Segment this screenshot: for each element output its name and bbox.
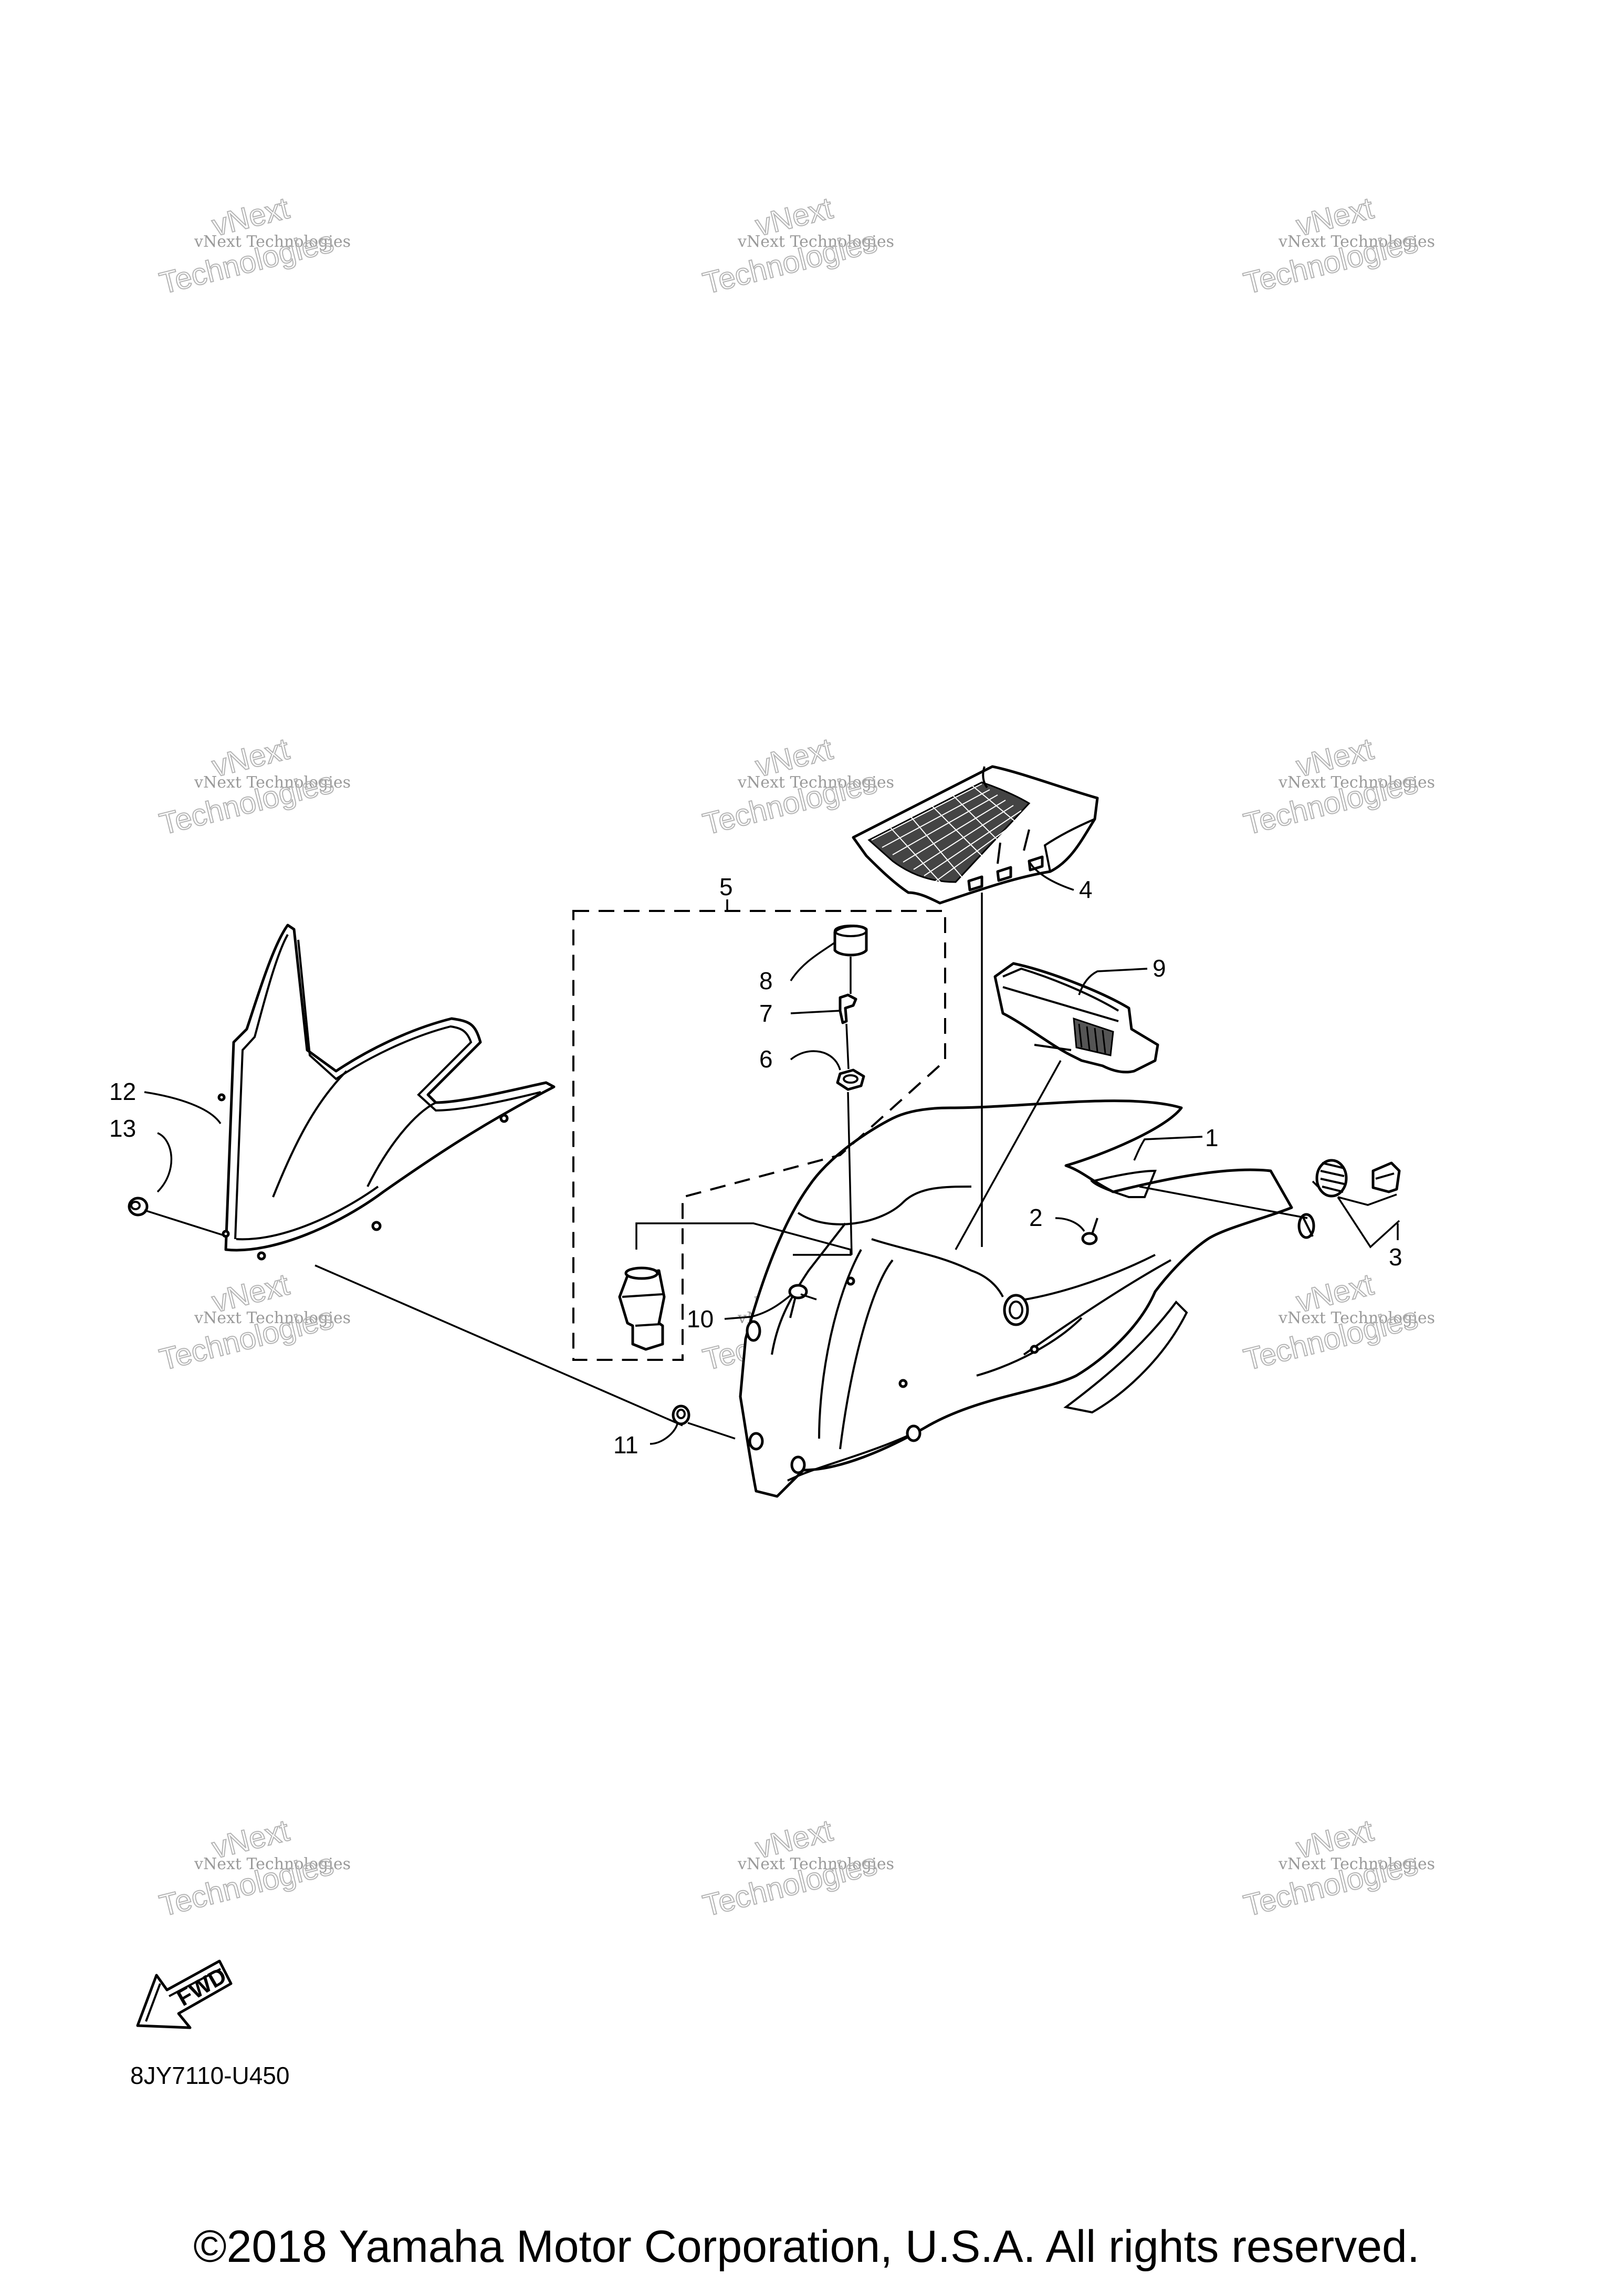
callout-2: 2 — [1029, 1204, 1043, 1231]
watermark: vNext Technologies vNext Technologies — [155, 731, 351, 842]
fwd-arrow-icon: FWD — [136, 1959, 233, 2029]
svg-text:vNext Technologies: vNext Technologies — [1278, 233, 1435, 251]
screw-part — [1081, 1218, 1098, 1245]
callout-6: 6 — [759, 1045, 773, 1073]
grommet-part — [128, 1197, 149, 1217]
callout-8: 8 — [759, 967, 773, 994]
watermark: vNext Technologies vNext Technologies — [155, 191, 351, 301]
svg-text:vNext Technologies: vNext Technologies — [1278, 1309, 1435, 1327]
hood-part — [739, 1099, 1293, 1498]
svg-text:vNext Technologies: vNext Technologies — [737, 773, 894, 792]
windshield-part — [217, 924, 556, 1261]
callout-5: 5 — [719, 873, 733, 900]
leader-lines — [144, 893, 1319, 1440]
meter-unit-part — [993, 962, 1159, 1074]
callout-9: 9 — [1153, 955, 1166, 982]
watermark: vNext Technologies vNext Technologies — [155, 1813, 351, 1924]
copyright-notice: ©2018 Yamaha Motor Corporation, U.S.A. A… — [193, 2221, 1420, 2272]
callout-13: 13 — [109, 1115, 136, 1142]
watermark: vNext Technologies vNext Technologies — [1240, 1267, 1435, 1378]
connector-part — [1297, 1159, 1401, 1239]
lock-assembly-frame — [572, 910, 946, 1361]
callout-3: 3 — [1389, 1243, 1402, 1271]
watermark: vNext Technologies vNext Technologies — [1240, 1813, 1435, 1924]
watermark: vNext Technologies vNext Technologies — [699, 731, 894, 842]
watermark: vNext Technologies vNext Technologies — [1240, 191, 1435, 301]
svg-text:vNext Technologies: vNext Technologies — [1278, 773, 1435, 792]
lock-assembly — [572, 899, 946, 1361]
callout-11: 11 — [613, 1431, 638, 1459]
nut-part — [672, 1404, 690, 1425]
svg-text:vNext Technologies: vNext Technologies — [194, 773, 351, 792]
watermark: vNext Technologies vNext Technologies — [1240, 731, 1435, 842]
callout-10: 10 — [687, 1305, 714, 1333]
callout-12: 12 — [109, 1078, 136, 1105]
callout-labels: 1 2 3 4 5 6 7 8 9 10 11 12 13 — [109, 873, 1402, 1459]
callout-1: 1 — [1205, 1124, 1219, 1151]
watermark: vNext Technologies vNext Technologies — [699, 191, 894, 301]
svg-text:vNext Technologies: vNext Technologies — [194, 1309, 351, 1327]
svg-text:vNext Technologies: vNext Technologies — [194, 1855, 351, 1873]
callout-leaders — [144, 861, 1400, 1445]
svg-text:vNext Technologies: vNext Technologies — [737, 233, 894, 251]
svg-text:vNext Technologies: vNext Technologies — [737, 1855, 894, 1873]
callout-7: 7 — [759, 1000, 773, 1027]
storage-tray-part — [852, 765, 1099, 905]
callout-4: 4 — [1079, 876, 1093, 903]
watermark: vNext Technologies vNext Technologies — [699, 1813, 894, 1924]
svg-text:vNext Technologies: vNext Technologies — [1278, 1855, 1435, 1873]
svg-text:vNext Technologies: vNext Technologies — [194, 233, 351, 251]
diagram-code: 8JY7110-U450 — [130, 2062, 290, 2089]
watermark: vNext Technologies vNext Technologies — [155, 1267, 351, 1378]
